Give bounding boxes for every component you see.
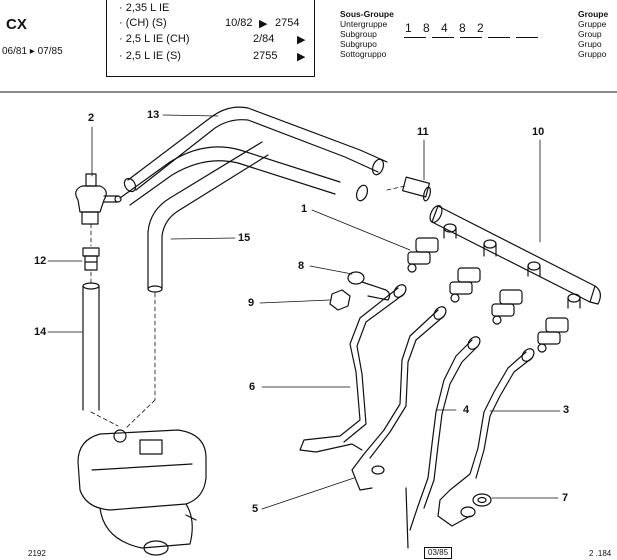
callout-leaders: [47, 114, 561, 510]
rail-nozzle: [483, 239, 497, 257]
part-5-pipe: [351, 306, 447, 491]
callout-1: 1: [301, 203, 308, 215]
callout-5: 5: [252, 503, 259, 515]
group-label: Groupe: [578, 9, 609, 19]
part-13-hose: [119, 106, 388, 206]
part-6-pipe: [299, 284, 407, 453]
part-10-fuel-rail: [429, 204, 601, 309]
part-4-pipe: [405, 336, 481, 549]
variant-arrow: ▶: [297, 34, 306, 46]
subgroup-label: Sous-Groupe: [340, 9, 394, 19]
part-1-injector: [407, 237, 439, 273]
rail-nozzle: [567, 293, 581, 309]
subgroup-label: Untergruppe: [340, 19, 388, 29]
variant-end: 2754: [275, 17, 300, 29]
part-15-hose: [147, 141, 269, 293]
callout-6: 6: [249, 381, 256, 393]
code-underline: [460, 37, 482, 38]
subgroup-code: 1 8 4 8 2: [405, 21, 488, 35]
callout-8: 8: [298, 260, 305, 272]
code-underline: [516, 37, 538, 38]
part-9-nut: [329, 289, 351, 311]
part-14-pipe: [82, 282, 100, 411]
rail-nozzle: [527, 261, 541, 277]
part-2-valve: [75, 173, 122, 225]
callout-10: 10: [532, 126, 545, 138]
footer-date: 03/85: [424, 547, 453, 559]
variant-box: · 2,35 L IE · (CH) (S) 10/82 ▶ 2754 · 2,…: [106, 0, 315, 77]
variant-ref: 10/82: [225, 17, 253, 29]
injector: [491, 289, 523, 325]
dashed-leaders: [90, 185, 406, 429]
variant-desc: · 2,5 L IE (S): [119, 50, 181, 62]
callout-12: 12: [34, 255, 47, 267]
callout-11: 11: [417, 126, 429, 138]
rail-nozzle: [443, 223, 457, 239]
callout-4: 4: [463, 404, 470, 416]
callout-15: 15: [238, 232, 251, 244]
callout-2: 2: [88, 112, 95, 124]
variant-ref: 2/84: [253, 33, 275, 45]
group-label: Gruppo: [578, 49, 607, 59]
part-12-fitting: [82, 247, 100, 271]
injector: [449, 267, 481, 303]
subgroup-label: Subgroup: [340, 29, 377, 39]
variant-desc: · (CH) (S): [119, 17, 167, 29]
callout-14: 14: [34, 326, 47, 338]
callout-13: 13: [147, 109, 160, 121]
footer-ref: 2192: [28, 549, 46, 558]
part-8-clip: [347, 271, 391, 301]
fuel-tank: [77, 429, 207, 556]
date-range: 06/81 ▸ 07/85: [2, 46, 63, 57]
variant-arrow: ▶: [297, 51, 306, 63]
part-11-connector: [401, 176, 432, 202]
subgroup-label: Sottogruppo: [340, 49, 387, 59]
subgroup-label: Subgrupo: [340, 39, 377, 49]
code-underline: [404, 37, 426, 38]
variant-arrow: ▶: [259, 18, 268, 30]
part-7-washer: [472, 493, 492, 507]
group-label: Grupo: [578, 39, 602, 49]
variant-ref: 2755: [253, 50, 278, 62]
variant-desc: · 2,5 L IE (CH): [119, 33, 190, 45]
group-label: Gruppe: [578, 19, 607, 29]
code-underline: [488, 37, 510, 38]
group-label: Group: [578, 29, 602, 39]
injector: [537, 317, 569, 353]
callout-3: 3: [563, 404, 570, 416]
variant-desc: · 2,35 L IE: [119, 2, 170, 14]
footer-page: 2 .184: [589, 549, 612, 558]
callout-9: 9: [248, 297, 255, 309]
model-name: CX: [6, 16, 27, 33]
part-3-pipe: [437, 348, 535, 527]
callout-7: 7: [562, 492, 569, 504]
code-underline: [432, 37, 454, 38]
